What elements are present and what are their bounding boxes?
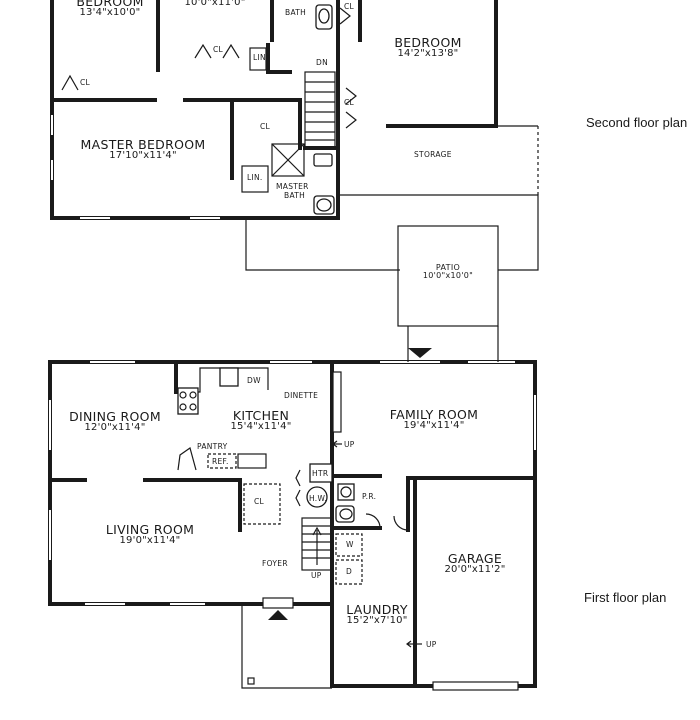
room-name: LAUNDRY (346, 602, 408, 617)
second-floor-walls (50, 0, 498, 220)
room-patio: PATIO 10'0"x10'0" (422, 263, 474, 281)
room-name: FAMILY ROOM (389, 407, 479, 422)
room-bedroom-left: BEDROOM 13'4"x10'0" (76, 0, 143, 19)
first-floor-fixtures (176, 348, 432, 648)
pr-toilet (335, 505, 355, 523)
room-name: GARAGE (447, 551, 503, 566)
shower (271, 143, 305, 177)
caption-first-floor: First floor plan (584, 590, 667, 605)
label-powder-room: P.R. (362, 492, 377, 501)
room-dims: 15'4"x11'4" (230, 421, 292, 433)
label-linen: LIN (253, 53, 266, 62)
label-water-heater: H.W. (309, 494, 328, 503)
label-stair-up: UP (311, 571, 322, 580)
room-dims: 14'2"x13'8" (397, 48, 459, 60)
room-dims: 10'0"x10'0" (422, 271, 474, 281)
room-name: BEDROOM (394, 35, 462, 50)
room-laundry: LAUNDRY 15'2"x7'10" (346, 603, 408, 627)
room-bedroom-mid-dims: 10'0"x11'0" (184, 0, 246, 8)
label-stair-down: DN (316, 58, 328, 67)
room-name: KITCHEN (232, 408, 290, 423)
label-storage: STORAGE (414, 150, 452, 159)
first-floor-windows (49, 361, 536, 691)
refrigerator (207, 453, 237, 469)
room-kitchen: KITCHEN 15'4"x11'4" (231, 409, 292, 433)
label-pantry: PANTRY (197, 442, 228, 451)
label-stair-up: UP (426, 640, 437, 649)
stair-foyer (301, 517, 333, 571)
room-dining: DINING ROOM 12'0"x11'4" (69, 410, 161, 434)
room-name: DINING ROOM (69, 409, 161, 424)
sink (219, 367, 239, 387)
label-stair-up: UP (344, 440, 355, 449)
second-floor-fixtures (61, 4, 357, 215)
room-dims: 12'0"x11'4" (84, 422, 146, 434)
label-dinette: DINETTE (284, 391, 319, 400)
room-master-bedroom: MASTER BEDROOM 17'10"x11'4" (81, 138, 206, 162)
range (177, 387, 199, 415)
room-name: MASTER BEDROOM (80, 137, 206, 152)
room-family: FAMILY ROOM 19'4"x11'4" (390, 408, 478, 432)
label-bath: BATH (285, 8, 307, 17)
caption-second-floor: Second floor plan (586, 115, 688, 130)
label-dryer: D (346, 567, 353, 576)
patio-outline (397, 225, 499, 327)
room-name: PATIO (435, 263, 461, 272)
label-master-bath-2: BATH (284, 191, 306, 200)
room-dims: 13'4"x10'0" (79, 7, 141, 19)
entry-arrow-front (268, 610, 288, 620)
room-bedroom-right: BEDROOM 14'2"x13'8" (394, 36, 461, 60)
label-closet: CL (254, 497, 265, 506)
water-heater (306, 486, 328, 508)
room-name: BEDROOM (76, 0, 144, 9)
label-master-bath-1: MASTER (276, 182, 309, 191)
entry-arrow-patio (408, 348, 432, 358)
room-dims: 19'4"x11'4" (403, 420, 465, 432)
label-heater: HTR (312, 469, 329, 478)
pr-sink (337, 483, 355, 501)
second-floor-windows (51, 115, 220, 219)
room-living: LIVING ROOM 19'0"x11'4" (106, 523, 194, 547)
second-floor-outline (245, 125, 539, 327)
label-washer: W (346, 540, 354, 549)
stair-outline (304, 71, 336, 149)
label-closet: CL (80, 78, 91, 87)
room-dims: 19'0"x11'4" (119, 535, 181, 547)
room-garage: GARAGE 20'0"x11'2" (445, 552, 506, 576)
room-dims: 17'10"x11'4" (109, 150, 177, 162)
label-refrigerator: REF. (212, 457, 229, 466)
label-closet: CL (213, 45, 224, 54)
room-dims: 20'0"x11'2" (444, 564, 506, 576)
room-dims: 15'2"x7'10" (346, 615, 408, 627)
label-foyer: FOYER (262, 559, 288, 568)
label-closet: CL (260, 122, 271, 131)
label-linen: LIN. (247, 173, 263, 182)
label-closet: CL (344, 2, 355, 11)
room-name: LIVING ROOM (105, 522, 195, 537)
label-dishwasher: DW (247, 376, 261, 385)
label-closet: CL (344, 98, 355, 107)
heater (309, 463, 333, 483)
first-floor-outline (241, 326, 499, 689)
